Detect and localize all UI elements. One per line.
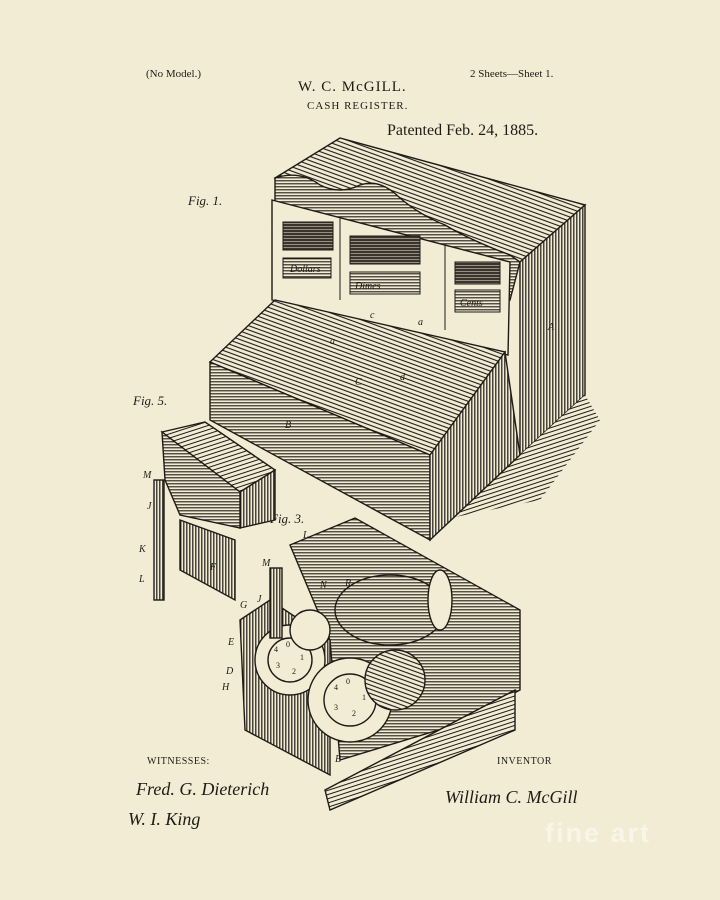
figure-3-mechanism [239,517,521,811]
svg-text:4: 4 [274,645,278,654]
figure-5-bracket [153,421,277,602]
ref-letter: R [344,578,351,589]
dimes-label: Dimes [354,281,381,292]
no-model-note: (No Model.) [146,68,201,80]
figure-3-label: Fig. 3. [270,511,305,526]
patent-title: CASH REGISTER. [307,100,409,112]
watermark-text: fine art [545,818,652,848]
ref-letter: E [227,637,234,648]
witnesses-label: WITNESSES: [147,756,210,767]
ref-letter: J [257,594,262,605]
ref-letter: c [370,310,375,321]
ref-letter: D [225,666,234,677]
ref-letter: A [547,322,555,333]
witness-signature-1: Fred. G. Dieterich [136,779,270,799]
svg-text:3: 3 [276,661,280,670]
inventor-signature: William C. McGill [445,787,578,807]
ref-letter: C [355,377,362,388]
inventor-name: W. C. McGILL. [298,79,407,95]
figure-1-cash-register [208,137,600,542]
figure-5-label: Fig. 5. [133,393,168,408]
wheel-numerals: 012 34 012 34 [274,640,366,718]
ref-letter: L [302,530,309,541]
witness-signature-2: W. I. King [128,809,201,829]
svg-text:2: 2 [352,709,356,718]
svg-text:3: 3 [334,703,338,712]
patent-date: Patented Feb. 24, 1885. [387,122,539,139]
ref-letter: L [138,574,145,585]
ref-letter: J [147,501,152,512]
svg-text:0: 0 [286,640,290,649]
svg-text:2: 2 [292,667,296,676]
ref-letter: M [142,470,152,481]
ref-letter: N [319,580,328,591]
ref-letter: G [240,600,247,611]
ref-letter: K [138,544,147,555]
ref-letter: a [330,336,335,347]
svg-text:4: 4 [334,683,338,692]
watermark: fine art [545,818,651,849]
cents-label: Cents [460,298,483,309]
ref-letter: F [209,562,217,573]
ref-letter: M [261,558,271,569]
svg-text:0: 0 [346,677,350,686]
ref-letter: H [221,682,230,693]
dollars-label: Dollars [289,264,321,275]
reference-letters: a a d C c B A M J K L F L N M R J E G D … [138,310,555,765]
ref-letter: B [335,754,341,765]
ref-letter: a [418,317,423,328]
ref-letter: B [285,420,291,431]
ref-letter: d [400,372,406,383]
svg-text:1: 1 [300,653,304,662]
figure-1-label: Fig. 1. [188,193,223,208]
inventor-label: INVENTOR [497,756,552,767]
sheet-count: 2 Sheets—Sheet 1. [470,68,554,80]
svg-text:1: 1 [362,693,366,702]
